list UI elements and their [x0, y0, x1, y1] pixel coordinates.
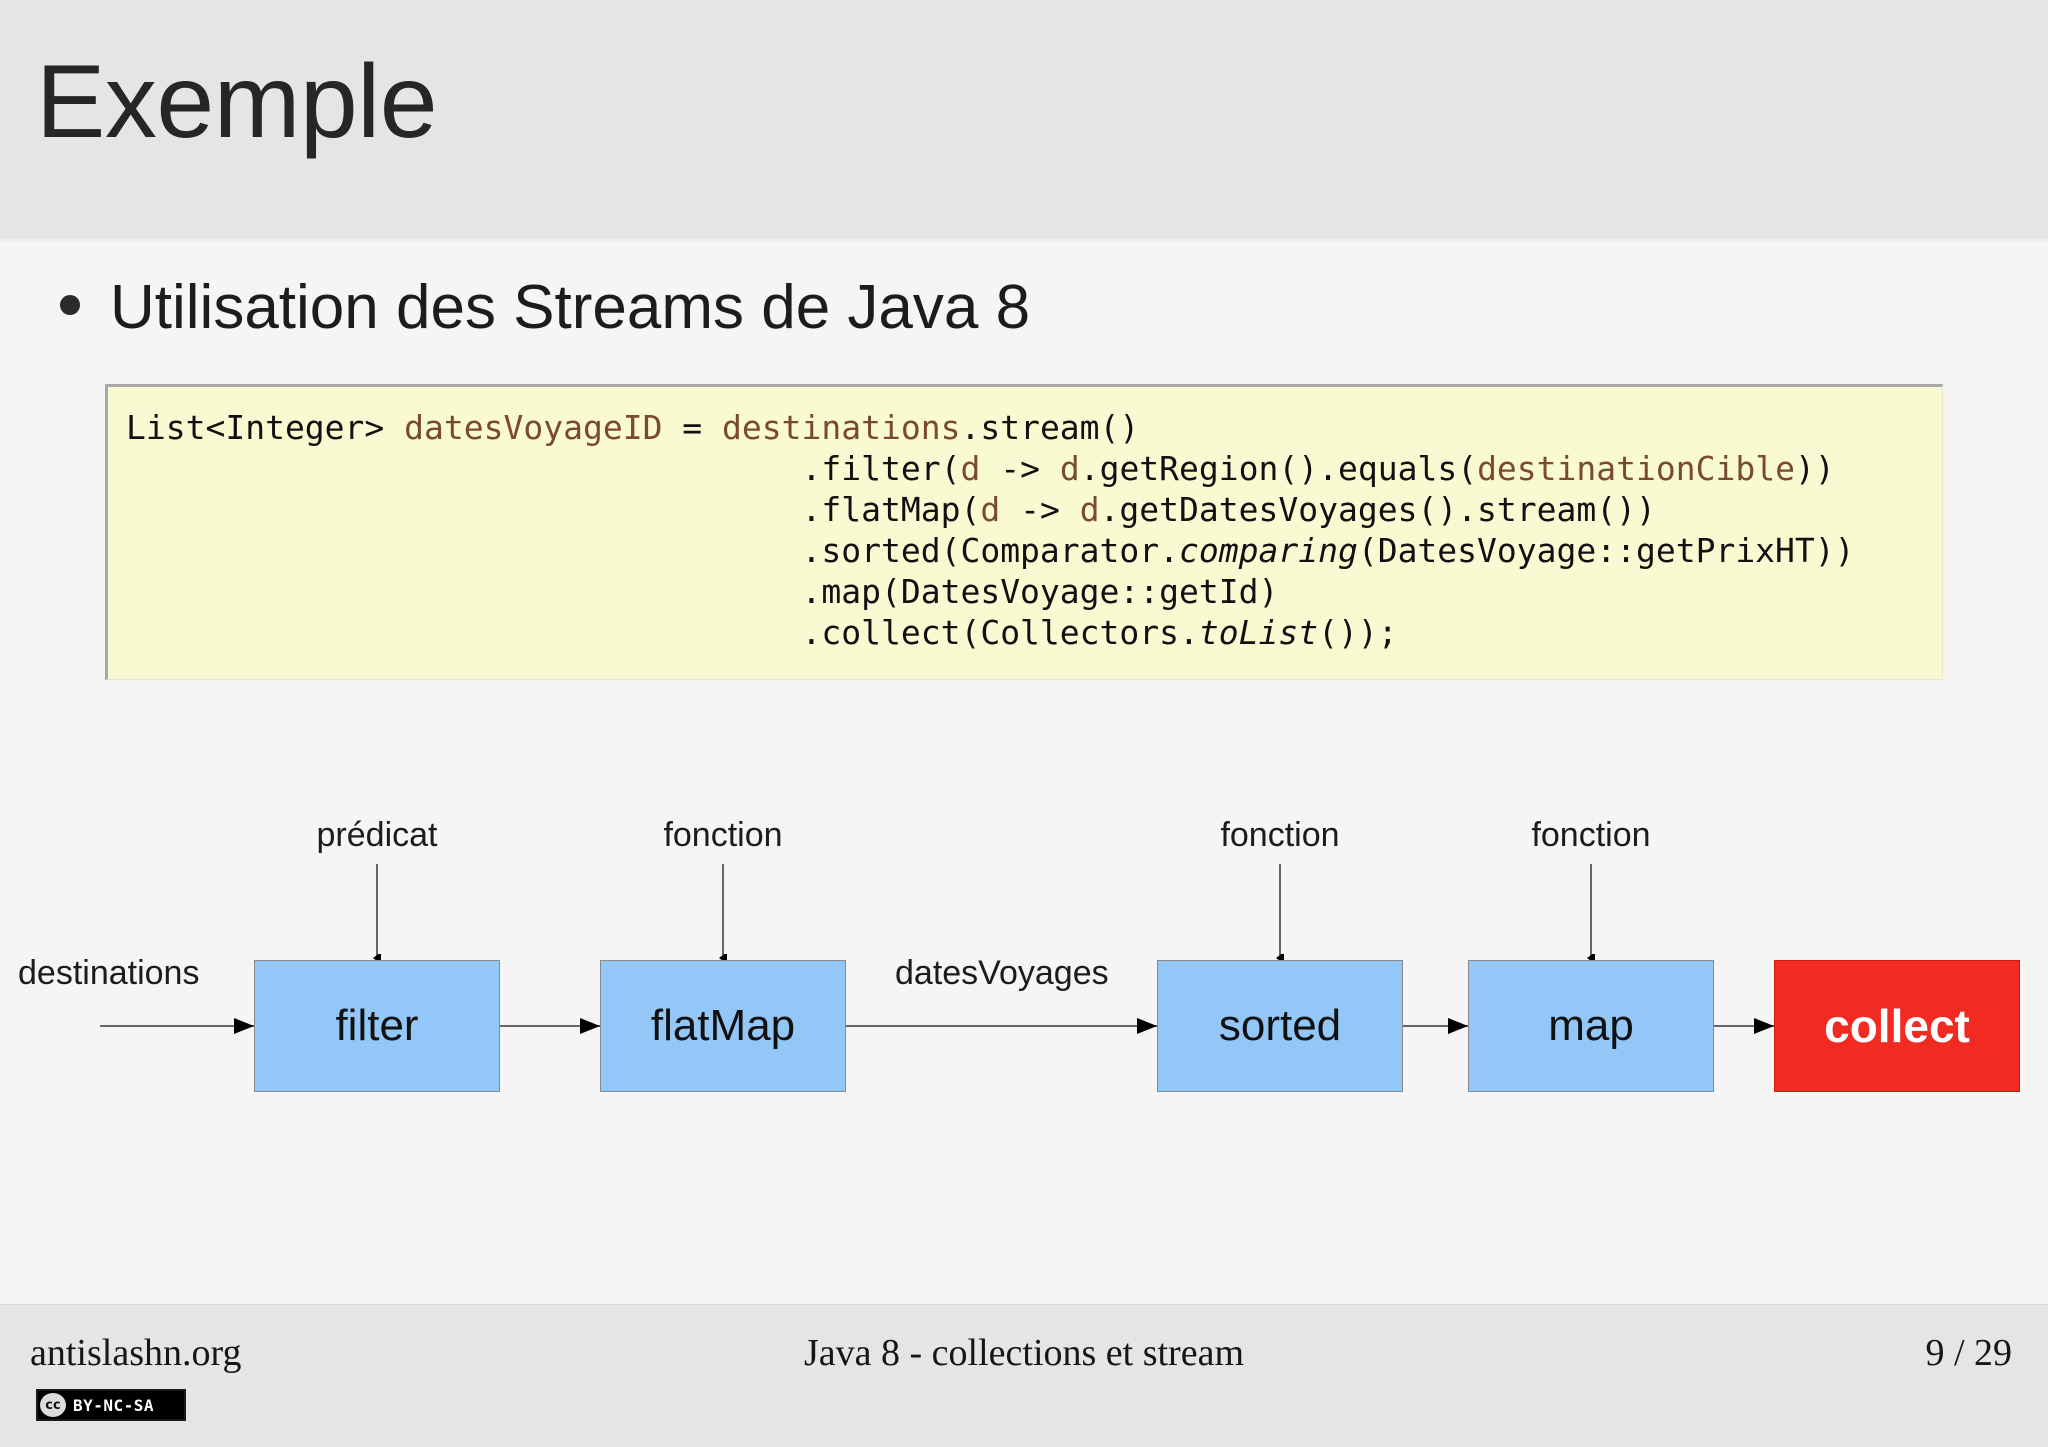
- code-indent: [126, 490, 802, 529]
- diagram-node-label: filter: [335, 1001, 419, 1050]
- code-token: d: [1059, 449, 1080, 488]
- code-token: ->: [1000, 490, 1080, 529]
- diagram-param-label-sorted: fonction: [1220, 816, 1340, 854]
- code-token: d: [960, 449, 981, 488]
- code-token: .map(DatesVoyage::getId): [801, 572, 1279, 611]
- slide-header: Exemple: [0, 0, 2048, 242]
- diagram-node-label: sorted: [1218, 1001, 1342, 1050]
- page-title: Exemple: [36, 44, 438, 160]
- code-line: List<Integer> datesVoyageID = destinatio…: [108, 407, 1942, 448]
- code-line: .collect(Collectors.toList());: [108, 612, 1942, 653]
- code-token: datesVoyageID: [404, 408, 663, 447]
- diagram-node-label: collect: [1824, 1000, 1970, 1052]
- code-token: .getRegion().equals(: [1079, 449, 1478, 488]
- diagram-intermediate-label: datesVoyages: [895, 954, 1109, 992]
- diagram-param-label-map: fonction: [1531, 816, 1651, 854]
- code-token: .filter(: [801, 449, 961, 488]
- diagram-node-label: map: [1548, 1001, 1634, 1050]
- diagram-node-label: flatMap: [650, 1001, 796, 1050]
- slide-body: Utilisation des Streams de Java 8 List<I…: [0, 242, 2048, 1304]
- code-token: d: [980, 490, 1001, 529]
- code-indent: [126, 531, 802, 570]
- footer-site-link[interactable]: antislashn.org: [30, 1332, 242, 1374]
- footer-deck-title: Java 8 - collections et stream: [803, 1332, 1245, 1374]
- bullet-dot-icon: [60, 295, 80, 315]
- code-line: .map(DatesVoyage::getId): [108, 571, 1942, 612]
- diagram-connectors: [100, 864, 1774, 1034]
- diagram-param-label-flatmap: fonction: [663, 816, 783, 854]
- code-token: .collect(Collectors.: [801, 613, 1199, 652]
- bullet-label: Utilisation des Streams de Java 8: [110, 273, 1031, 342]
- creative-commons-badge-icon[interactable]: cc BY-NC-SA: [36, 1389, 186, 1421]
- code-token: )): [1794, 449, 1835, 488]
- code-indent: [126, 572, 802, 611]
- slide-footer: antislashn.org Java 8 - collections et s…: [0, 1304, 2048, 1447]
- code-line: .flatMap(d -> d.getDatesVoyages().stream…: [108, 489, 1942, 530]
- code-token: d: [1079, 490, 1100, 529]
- code-indent: [126, 613, 802, 652]
- code-line: .filter(d -> d.getRegion().equals(destin…: [108, 448, 1942, 489]
- code-token: ());: [1318, 613, 1398, 652]
- diagram-node-filter[interactable]: filter: [254, 960, 500, 1092]
- diagram-node-map[interactable]: map: [1468, 960, 1714, 1092]
- page-number: 9 / 29: [1925, 1332, 2012, 1374]
- diagram-node-sorted[interactable]: sorted: [1157, 960, 1403, 1092]
- code-token: .stream(): [960, 408, 1140, 447]
- code-token: comparing: [1179, 531, 1358, 570]
- diagram-param-label-filter: prédicat: [316, 816, 438, 854]
- code-token: destinations: [722, 408, 961, 447]
- diagram-node-collect[interactable]: collect: [1774, 960, 2020, 1092]
- code-token: toList: [1198, 613, 1319, 652]
- diagram-node-flatmap[interactable]: flatMap: [600, 960, 846, 1092]
- code-token: .sorted(Comparator.: [801, 531, 1180, 570]
- code-line: .sorted(Comparator.comparing(DatesVoyage…: [108, 530, 1942, 571]
- code-block: List<Integer> datesVoyageID = destinatio…: [105, 384, 1943, 680]
- code-token: =: [662, 408, 723, 447]
- code-token: .getDatesVoyages().stream()): [1099, 490, 1656, 529]
- code-token: .flatMap(: [801, 490, 981, 529]
- bullet-item: Utilisation des Streams de Java 8: [60, 277, 1030, 339]
- code-token: destinationCible: [1477, 449, 1795, 488]
- code-indent: [126, 449, 802, 488]
- code-token: List<Integer>: [126, 408, 405, 447]
- cc-terms-label: BY-NC-SA: [73, 1395, 155, 1415]
- diagram-input-label: destinations: [18, 954, 200, 992]
- code-token: (DatesVoyage::getPrixHT)): [1357, 531, 1855, 570]
- cc-mark-icon: cc: [40, 1393, 66, 1417]
- stream-pipeline-diagram: filter prédicat flatMap fonction sorted fonct…: [0, 802, 2048, 1222]
- code-token: ->: [980, 449, 1060, 488]
